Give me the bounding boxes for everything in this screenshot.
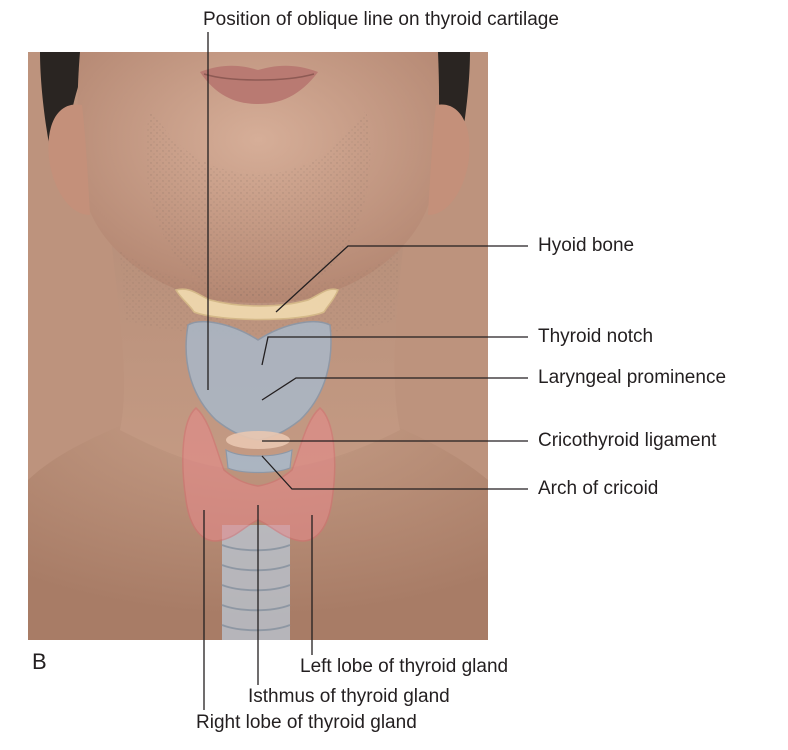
label-hyoid-bone: Hyoid bone (538, 235, 635, 256)
label-thyroid-notch: Thyroid notch (538, 326, 654, 347)
trachea (221, 525, 291, 640)
thyroid-cartilage (185, 321, 332, 441)
neck-stubble (120, 250, 400, 335)
lip-line (203, 73, 315, 81)
label-arch-of-cricoid: Arch of cricoid (538, 478, 659, 499)
leader-arch-of-cricoid (261, 455, 528, 490)
right-ear (48, 104, 90, 215)
label-cricothyroid-ligament: Cricothyroid ligament (538, 430, 717, 451)
stubble-area (145, 110, 371, 298)
thyroid-gland (182, 407, 336, 542)
label-left-lobe: Left lobe of thyroid gland (300, 656, 509, 677)
hyoid-bone (174, 288, 339, 321)
leader-lines (203, 32, 528, 710)
left-ear (428, 104, 470, 215)
cricoid-cartilage (225, 448, 293, 474)
label-laryngeal-prominence: Laryngeal prominence (538, 367, 727, 388)
cricothyroid-ligament (226, 431, 290, 449)
label-right-lobe: Right lobe of thyroid gland (196, 712, 417, 733)
leader-thyroid-notch (261, 336, 528, 366)
label-isthmus: Isthmus of thyroid gland (248, 686, 450, 707)
label-oblique-line: Position of oblique line on thyroid cart… (203, 9, 559, 30)
leader-laryngeal-prominence (261, 377, 528, 401)
lips (200, 65, 318, 104)
panel-letter: B (32, 649, 47, 674)
leader-hyoid-bone (275, 245, 528, 313)
